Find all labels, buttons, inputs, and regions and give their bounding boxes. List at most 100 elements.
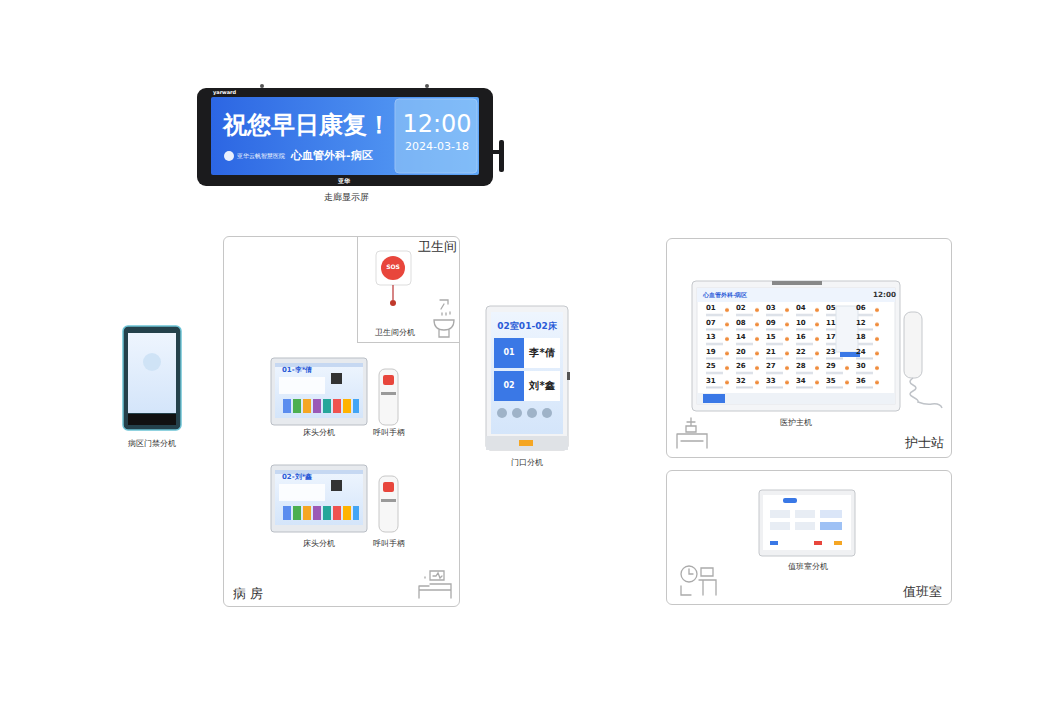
bed-number: 03: [766, 305, 776, 312]
device-text: 亚华云帆智慧医院: [237, 153, 285, 159]
brand-mark: yarward: [213, 90, 236, 95]
device-text: SOS: [386, 264, 400, 270]
door-frame: [486, 306, 568, 450]
medical-cross-icon: [686, 418, 696, 432]
bed-number: 36: [856, 378, 866, 385]
device-text: 02: [503, 382, 514, 390]
bed-number: 20: [736, 349, 746, 356]
device-text: 李*倩: [529, 348, 554, 358]
bathroom-region: 卫生间 SOS 卫生间分机: [357, 236, 460, 343]
device-caption: 卫生间分机: [375, 329, 415, 337]
bed-number: 01: [706, 305, 716, 312]
mount-dot: [425, 84, 429, 88]
door-bottom: [486, 436, 568, 450]
bed-badge: [494, 338, 524, 368]
device-text: 呼叫手柄: [373, 429, 405, 437]
device-text: 病区门禁分机: [128, 440, 176, 448]
master-header: [697, 288, 895, 302]
device-text: 祝您早日康复！: [223, 113, 391, 137]
bed-number: 25: [706, 363, 716, 370]
access-screen: [128, 333, 176, 413]
device-text: 02室01-02床: [497, 322, 556, 331]
master-station: [692, 281, 942, 411]
device-text: 心血管外科-病区: [291, 150, 373, 161]
door-screen: [491, 312, 563, 434]
duty-tab: [783, 498, 797, 503]
bedside-unit: [271, 358, 398, 425]
master-screen: [697, 288, 895, 404]
door-button: [519, 440, 533, 446]
sos-unit: [376, 251, 411, 306]
name-panel: [524, 371, 560, 401]
camera-bar: [772, 281, 822, 285]
device-text: 12:00: [402, 112, 471, 136]
device-text: 呼叫手柄: [373, 540, 405, 548]
duty-frame: [759, 490, 855, 556]
duty-tile: [770, 510, 790, 518]
door-unit: 02室01-02床01李*倩02刘*鑫门口分机: [484, 304, 572, 470]
duty-icon: [814, 541, 822, 545]
bed-number: 14: [736, 334, 746, 341]
bed-number: 22: [796, 349, 806, 356]
duty-desk-icon: [681, 568, 716, 595]
bed-number: 04: [796, 305, 806, 312]
shower-icon: [440, 300, 450, 315]
access-bottom: [128, 414, 176, 425]
bed-number: 15: [766, 334, 776, 341]
sos-unit: SOS 卫生间分机: [372, 247, 418, 341]
bed-number: 05: [826, 305, 836, 312]
call-list: [836, 306, 858, 352]
bed-number: 08: [736, 320, 746, 327]
bed-badge: [494, 371, 524, 401]
pull-bead: [390, 300, 396, 306]
sos-button: [381, 256, 405, 280]
handset: [904, 312, 922, 378]
bed-number: 19: [706, 349, 716, 356]
sos-housing: [376, 251, 411, 285]
bedside-unit: [271, 465, 398, 532]
device-text: 值班室: [903, 585, 942, 598]
duty-screen: [763, 495, 851, 550]
clock-panel: [395, 99, 477, 173]
door-unit: [486, 306, 570, 450]
device-text: 刘*鑫: [529, 381, 554, 391]
bed-number: 09: [766, 320, 776, 327]
monitor-icon: [430, 571, 444, 580]
bed-number: 35: [826, 378, 836, 385]
bed-number: 32: [736, 378, 746, 385]
corridor-display: 祝您早日康复！12:002024-03-18亚华云帆智慧医院心血管外科-病区走廊…: [197, 84, 509, 206]
display-frame: [197, 88, 493, 186]
antenna-base: [493, 150, 500, 154]
device-caption: 床头分机: [303, 429, 335, 437]
antenna: [499, 140, 504, 172]
bed-number: 12: [856, 320, 866, 327]
device-text: 值班室分机: [788, 563, 828, 571]
device-text: 02-刘*鑫: [282, 474, 312, 481]
staff-avatar: [527, 408, 537, 418]
bed-number: 11: [826, 320, 836, 327]
toilet-icon: [434, 320, 454, 337]
device-text: 卫生间: [418, 240, 457, 253]
device-text: 心血管外科-病区: [703, 292, 748, 298]
duty-icon: [770, 541, 778, 545]
bed-grid: [703, 304, 883, 392]
duty-tile: [820, 522, 842, 530]
pull-cord: [392, 285, 393, 300]
bed-number: 27: [766, 363, 776, 370]
bed-number: 34: [796, 378, 806, 385]
master-station: 心血管外科-病区12:00医护主机: [688, 278, 950, 430]
bed-number: 06: [856, 305, 866, 312]
active-tab: [703, 394, 725, 403]
duty-unit: 值班室分机: [757, 488, 857, 574]
duty-tile: [770, 522, 790, 530]
bed-number: 10: [796, 320, 806, 327]
device-text: 12:00: [873, 291, 896, 298]
device-text: 01: [503, 349, 514, 357]
device-caption: 走廊显示屏: [324, 193, 369, 202]
staff-avatar: [512, 408, 522, 418]
bed-number: 07: [706, 320, 716, 327]
duty-unit: [759, 490, 855, 556]
duty-tile: [795, 522, 815, 530]
